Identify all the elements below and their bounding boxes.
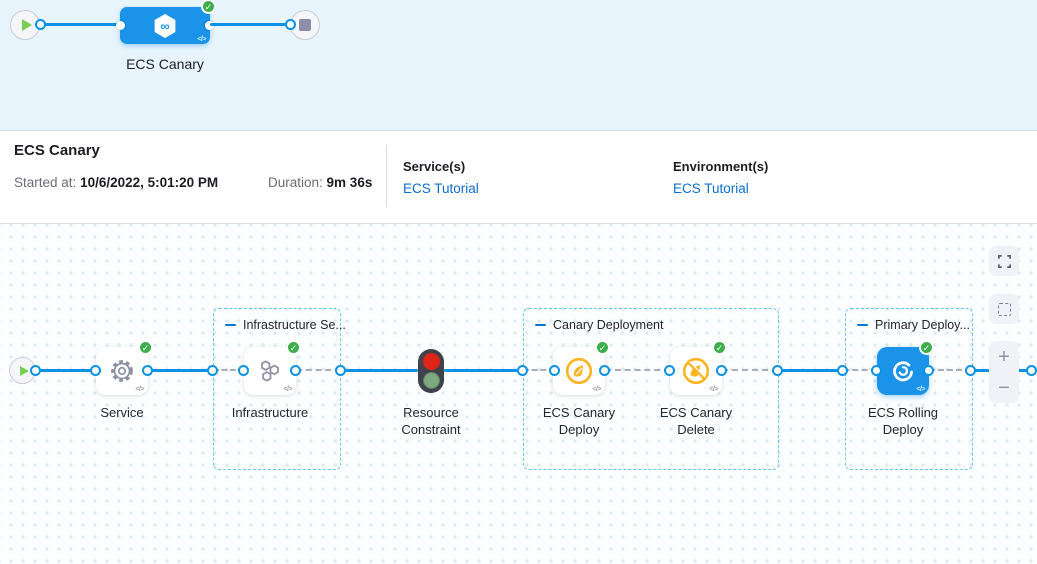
port-dot (923, 365, 934, 376)
port-dot (664, 365, 675, 376)
group-label: Primary Deploy... (875, 318, 970, 332)
check-icon: ✓ (201, 0, 216, 14)
code-icon: </> (135, 386, 144, 393)
port-dot (90, 365, 101, 376)
port-dot (517, 365, 528, 376)
edge (36, 369, 96, 372)
harness-cd-icon: ∞ (150, 11, 180, 41)
play-icon (22, 19, 32, 31)
collapse-icon[interactable] (225, 324, 236, 327)
group-label: Infrastructure Se... (243, 318, 346, 332)
traffic-light-red-icon (423, 353, 440, 370)
check-icon: ✓ (138, 340, 153, 355)
port-dot (716, 365, 727, 376)
step-resource-constraint[interactable] (418, 349, 444, 393)
port-dot (871, 365, 882, 376)
step-service[interactable]: ✓ </> (96, 347, 148, 395)
code-icon: </> (197, 36, 206, 43)
zoom-in-button[interactable]: + (998, 347, 1010, 367)
code-icon: </> (592, 386, 601, 393)
code-icon: </> (916, 386, 925, 393)
traffic-light-green-icon (423, 372, 440, 389)
canary-deploy-icon (564, 356, 594, 386)
zoom-controls: + − (989, 341, 1019, 403)
services-label: Service(s) (403, 159, 465, 174)
step-label: ECS Rolling Deploy (848, 404, 958, 438)
marquee-select-button[interactable] (989, 294, 1019, 324)
stage-minimap: ∞ ✓ </> ECS Canary (0, 0, 1037, 131)
port-dot (290, 365, 301, 376)
duration-label: Duration: (268, 175, 323, 190)
edge (778, 369, 843, 372)
environments-label: Environment(s) (673, 159, 768, 174)
edge (210, 23, 288, 26)
minimap-stage-label: ECS Canary (110, 56, 220, 72)
port-dot (599, 365, 610, 376)
check-icon: ✓ (712, 340, 727, 355)
started-at-value: 10/6/2022, 5:01:20 PM (80, 175, 218, 190)
check-icon: ✓ (595, 340, 610, 355)
divider (386, 145, 387, 207)
port-dot (116, 21, 125, 30)
edge (444, 369, 523, 372)
edge (41, 23, 121, 26)
minimap-stage-ecs-canary[interactable]: ∞ ✓ </> (120, 7, 210, 44)
collapse-icon[interactable] (857, 324, 868, 327)
execution-details-bar: ECS Canary Started at: 10/6/2022, 5:01:2… (0, 131, 1037, 224)
port-dot (285, 19, 296, 30)
port-dot (772, 365, 783, 376)
port-dot (965, 365, 976, 376)
port-dot (142, 365, 153, 376)
port-dot (207, 365, 218, 376)
code-icon: </> (283, 386, 292, 393)
edge (722, 369, 778, 371)
step-label: Infrastructure (215, 404, 325, 421)
port-dot (35, 19, 46, 30)
check-icon: ✓ (286, 340, 301, 355)
edge (341, 369, 418, 372)
step-label: ECS Canary Delete (641, 404, 751, 438)
port-dot (837, 365, 848, 376)
fullscreen-button[interactable] (989, 246, 1019, 276)
port-dot (1026, 365, 1037, 376)
play-icon (20, 366, 29, 376)
group-label: Canary Deployment (553, 318, 663, 332)
port-dot (30, 365, 41, 376)
duration-value: 9m 36s (327, 175, 373, 190)
hexagon-cluster-icon (255, 356, 285, 386)
ecs-icon (888, 356, 918, 386)
services-link[interactable]: ECS Tutorial (403, 181, 479, 196)
canary-delete-icon (681, 356, 711, 386)
execution-graph-canvas[interactable]: Infrastructure Se... Canary Deployment P… (0, 224, 1037, 564)
duration: Duration: 9m 36s (268, 175, 372, 190)
started-at-label: Started at: (14, 175, 76, 190)
edge (605, 369, 670, 371)
step-ecs-canary-delete[interactable]: ✓ </> (670, 347, 722, 395)
stage-title: ECS Canary (14, 142, 100, 159)
check-icon: ✓ (919, 340, 934, 355)
code-icon: </> (709, 386, 718, 393)
environments-link[interactable]: ECS Tutorial (673, 181, 749, 196)
edge (148, 369, 213, 372)
svg-text:∞: ∞ (160, 18, 169, 33)
port-dot (549, 365, 560, 376)
step-ecs-canary-deploy[interactable]: ✓ </> (553, 347, 605, 395)
collapse-icon[interactable] (535, 324, 546, 327)
stop-icon (299, 19, 311, 31)
step-label: Resource Constraint (376, 404, 486, 438)
step-ecs-rolling-deploy[interactable]: ✓ </> (877, 347, 929, 395)
port-dot (238, 365, 249, 376)
gear-icon (107, 356, 137, 386)
step-label: Service (67, 404, 177, 421)
port-dot (335, 365, 346, 376)
zoom-out-button[interactable]: − (998, 378, 1010, 398)
step-label: ECS Canary Deploy (524, 404, 634, 438)
marquee-select-icon (998, 303, 1011, 316)
started-at: Started at: 10/6/2022, 5:01:20 PM (14, 175, 218, 190)
fullscreen-icon (997, 254, 1012, 269)
step-infrastructure[interactable]: ✓ </> (244, 347, 296, 395)
